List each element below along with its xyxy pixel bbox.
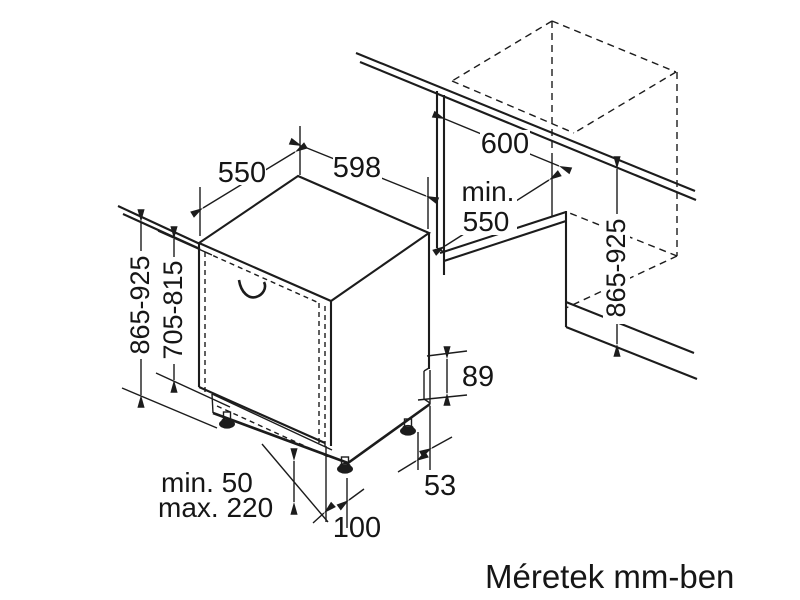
door-bottom-extension-line — [155, 372, 231, 408]
dim-label-height-left: 865-925 — [125, 255, 155, 354]
dim-niche-depth: min. 550 — [432, 170, 562, 256]
dim-front-foot-inset: 100 — [312, 446, 381, 544]
dim-label-rear-foot-inset: 53 — [424, 470, 456, 502]
dim-label-rear-step: 89 — [462, 361, 494, 393]
dim-label-height-right: 865-925 — [601, 218, 631, 317]
dim-height-right: 865-925 — [601, 156, 631, 357]
foot-rear — [400, 418, 416, 436]
dim-appliance-width: 598 — [288, 137, 440, 229]
door-panel-dashed — [204, 251, 332, 459]
dim-arrow — [419, 436, 453, 458]
dim-label-top-depth: 550 — [218, 157, 266, 189]
dim-door-panel-height: 705-815 — [158, 226, 188, 393]
foot-front — [337, 456, 353, 474]
units-caption: Méretek mm-ben — [485, 558, 734, 595]
dim-label-width: 598 — [333, 152, 381, 184]
dim-plinth-clearance: min. 50 max. 220 — [158, 443, 329, 523]
dim-label-front-foot-inset: 100 — [333, 512, 381, 544]
dim-label-plinth-max: max. 220 — [158, 492, 273, 523]
right-cabinet — [564, 211, 698, 380]
door-bottom-edge — [198, 386, 326, 444]
foot-left — [219, 411, 235, 429]
countertop-left — [117, 205, 201, 250]
door-handle — [237, 279, 267, 299]
ext-line — [417, 394, 468, 401]
dim-label-niche-depth-1: min. — [462, 176, 515, 207]
dim-label-niche-width: 600 — [481, 128, 529, 160]
dim-height-left: 865-925 — [125, 209, 155, 408]
dim-rear-foot-inset: 53 — [397, 406, 456, 502]
plinth-bottom-right — [347, 402, 431, 465]
dim-arrow — [336, 488, 365, 511]
door-top-extension-line — [157, 230, 213, 256]
dim-label-door-panel-height: 705-815 — [158, 260, 188, 359]
dim-label-niche-depth-2: 550 — [463, 206, 510, 237]
dim-label-plinth-min: min. 50 — [161, 467, 253, 498]
dim-arrow — [397, 451, 429, 473]
dim-rear-step: 89 — [417, 346, 494, 406]
dim-niche-width: 600 — [431, 110, 573, 175]
